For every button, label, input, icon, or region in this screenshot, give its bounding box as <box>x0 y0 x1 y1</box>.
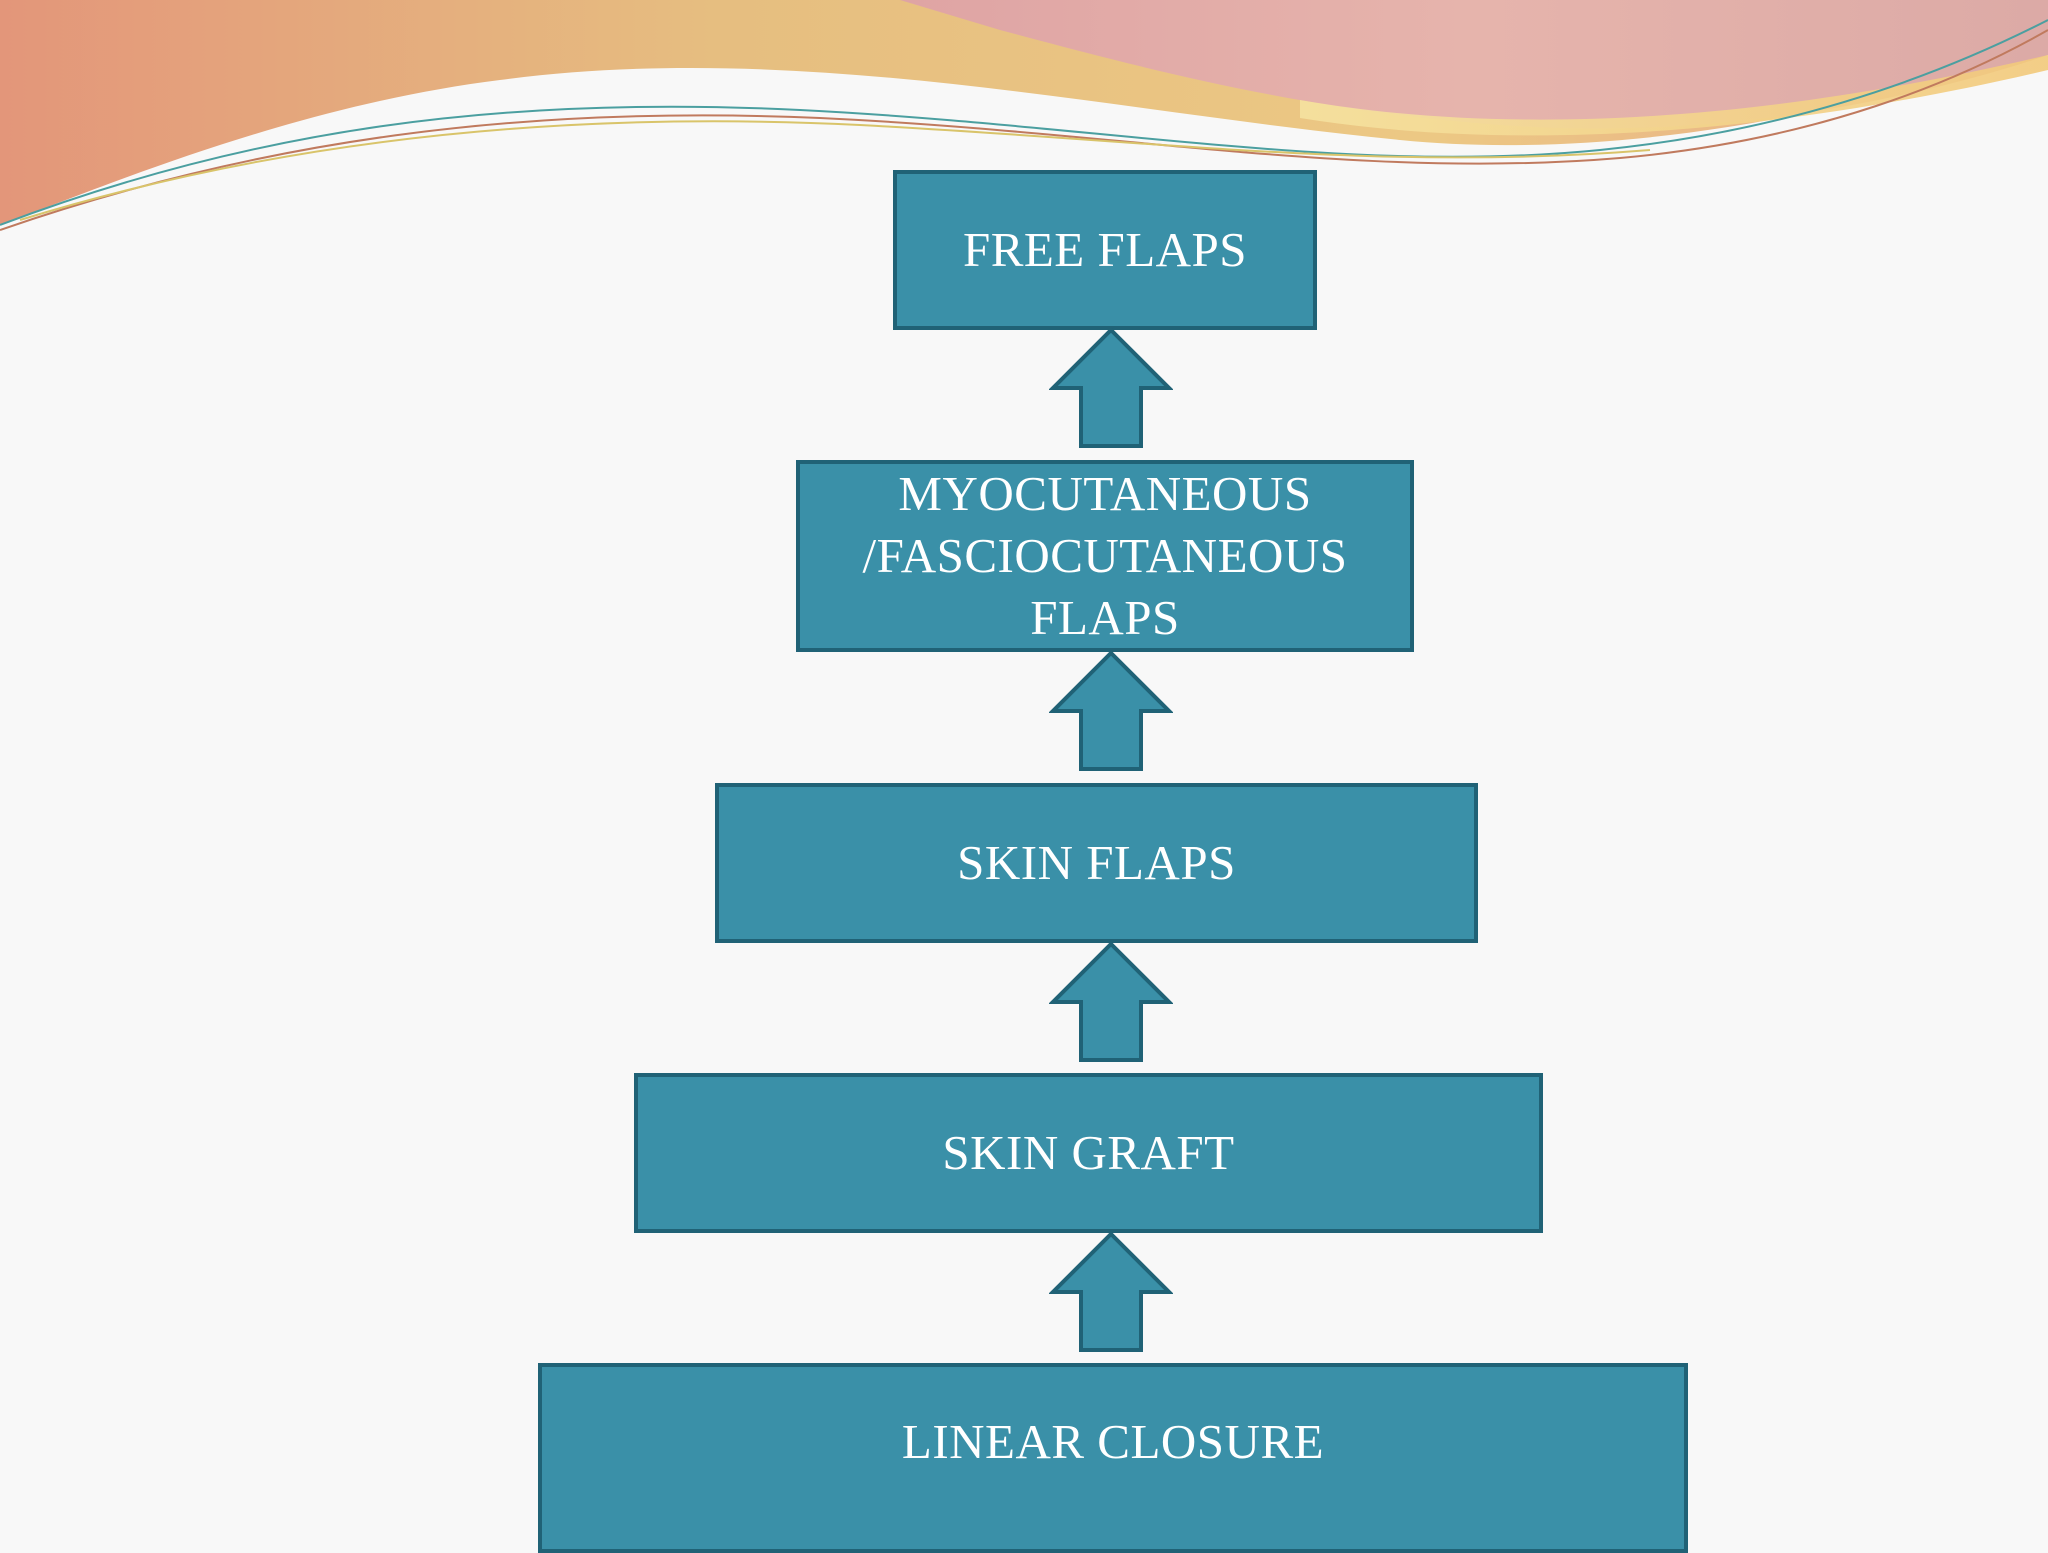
myocutaneous-fasciocutaneous-flaps-label: MYOCUTANEOUS /FASCIOCUTANEOUS FLAPS <box>862 466 1348 645</box>
up-arrow-icon <box>1049 1232 1173 1352</box>
skin-graft-box: SKIN GRAFT <box>634 1073 1543 1233</box>
free-flaps-box: FREE FLAPS <box>893 170 1317 330</box>
skin-graft-label: SKIN GRAFT <box>942 1125 1235 1180</box>
up-arrow-icon <box>1049 328 1173 448</box>
skin-flaps-label: SKIN FLAPS <box>957 835 1236 890</box>
linear-closure-label: LINEAR CLOSURE <box>901 1414 1325 1469</box>
myocutaneous-fasciocutaneous-flaps-box: MYOCUTANEOUS /FASCIOCUTANEOUS FLAPS <box>796 460 1414 652</box>
header-swoosh-decoration <box>0 0 2048 231</box>
linear-closure-box: LINEAR CLOSURE <box>538 1363 1688 1553</box>
free-flaps-label: FREE FLAPS <box>962 222 1248 277</box>
skin-flaps-box: SKIN FLAPS <box>715 783 1478 943</box>
up-arrow-icon <box>1049 942 1173 1062</box>
up-arrow-icon <box>1049 651 1173 771</box>
